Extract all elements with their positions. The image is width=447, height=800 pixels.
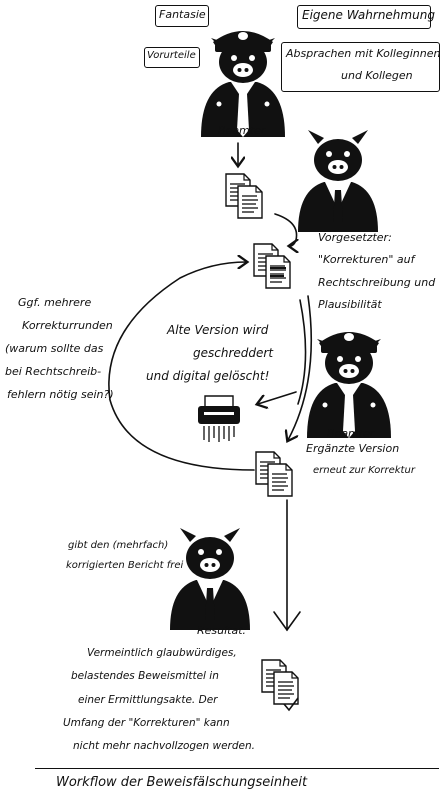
pig-boss-icon: [298, 130, 378, 232]
resultat-line-3: einer Ermittlungsakte. Der: [78, 694, 218, 706]
absprachen-box: [281, 42, 440, 92]
vorgesetzter-line-3: Rechtschreibung und: [318, 276, 436, 289]
arrow-correction-loop: [108, 262, 255, 471]
resultat-line-1: Vermeintlich glaubwürdiges,: [87, 647, 237, 659]
resultat-title: Resultat:: [197, 624, 247, 637]
loop-note-line-3: (warum sollte das: [5, 342, 104, 355]
arrow-doc-to-vorgesetzter: [274, 213, 297, 246]
freigabe-line-1: gibt den (mehrfach): [68, 540, 169, 551]
checkmark-icon: [283, 697, 299, 712]
vorurteile-box: [144, 47, 200, 68]
vorgesetzter-line-1: Vorgesetzter:: [318, 231, 392, 244]
vorurteile-label: Vorurteile: [147, 50, 196, 61]
loop-note-line-1: Ggf. mehrere: [18, 296, 92, 309]
alte-version-line-1: Alte Version wird: [167, 323, 269, 337]
vorgesetzter-line-4: Plausibilität: [318, 298, 382, 311]
document-icon: [225, 173, 263, 219]
absprachen-label-2: und Kollegen: [341, 69, 413, 82]
pig-officer-icon: [307, 332, 391, 438]
fantasie-box: [155, 5, 209, 27]
arrow-to-shredder-line: [297, 299, 307, 405]
document-icon: [255, 451, 293, 497]
eigene-wahrnehmung-box: [297, 5, 431, 29]
arrow-to-ergaenzt: [288, 295, 313, 440]
resultat-line-4: Umfang der "Korrekturen" kann: [63, 717, 230, 729]
ergaenzte-version-line-1: Ergänzte Version: [306, 442, 400, 455]
arrow-to-shredder: [258, 391, 297, 404]
resultat-line-5: nicht mehr nachvollzogen werden.: [73, 740, 255, 752]
beamter-label-top: Beamter: [218, 124, 266, 137]
freigabe-line-2: korrigierten Bericht frei: [66, 560, 184, 571]
eigene-wahrnehmung-label: Eigene Wahrnehmung: [302, 8, 435, 22]
beamter-label-mid: Beamter: [327, 427, 375, 440]
pig-boss-icon: [170, 528, 250, 630]
absprachen-label-1: Absprachen mit Kolleginnen: [286, 47, 441, 60]
vorgesetzter-line-2: "Korrekturen" auf: [318, 253, 415, 266]
loop-note-line-2: Korrekturrunden: [22, 319, 113, 332]
resultat-line-2: belastendes Beweismittel in: [71, 670, 219, 682]
arrow-to-result-head: [273, 611, 301, 632]
ergaenzte-version-line-2: erneut zur Korrektur: [313, 465, 415, 476]
alte-version-line-2: geschreddert: [193, 346, 274, 360]
loop-note-line-5: fehlern nötig sein?): [7, 388, 114, 401]
shredder-icon: [198, 395, 240, 442]
document-icon: [253, 243, 291, 289]
document-icon: [261, 659, 299, 712]
footer-title: Workflow der Beweisfälschungseinheit: [56, 775, 308, 790]
loop-note-line-4: bei Rechtschreib-: [5, 365, 102, 378]
fantasie-label: Fantasie: [159, 8, 206, 21]
alte-version-line-3: und digital gelöscht!: [146, 369, 270, 383]
pig-officer-icon: [201, 31, 285, 137]
footer-rule: [35, 768, 439, 769]
